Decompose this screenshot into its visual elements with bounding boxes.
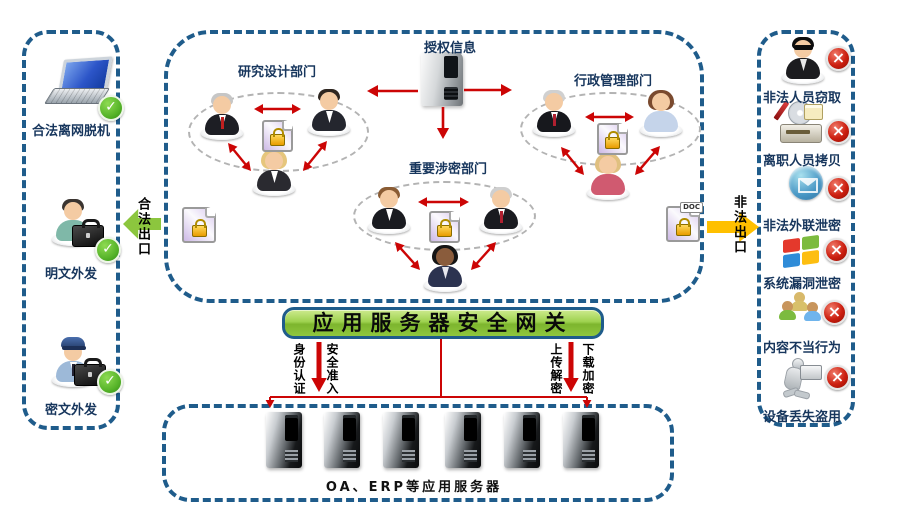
threat-label: 非法人员窃取: [762, 91, 841, 106]
blocked-icon: [822, 300, 847, 325]
legal-item-label: 合法离网脱机: [31, 124, 110, 139]
department-title: 行政管理部门: [573, 74, 652, 89]
check-icon: [98, 95, 124, 121]
threat-label: 设备丢失盗用: [762, 410, 841, 425]
brown-hair-man-icon: [366, 184, 412, 234]
locked-file-icon: [597, 123, 628, 155]
department-title: 研究设计部门: [237, 65, 316, 80]
gray-hair-man-icon: [199, 90, 245, 140]
gateway-banner: 应用服务器安全网关: [282, 307, 604, 339]
hacker-icon: [780, 34, 826, 84]
blocked-icon: [826, 176, 851, 201]
doc-tag: DOC: [680, 202, 703, 213]
brown-hair-woman-icon: [638, 87, 684, 137]
server-farm-label: OA、ERP等应用服务器: [325, 480, 503, 495]
auth-server-label: 授权信息: [423, 41, 476, 56]
padlock-icon: [676, 218, 691, 236]
user-group-icon: [777, 292, 823, 326]
windows-logo-icon: [783, 234, 821, 269]
app-server-icon: [266, 412, 302, 468]
pink-blonde-woman-icon: [585, 150, 631, 200]
briefcase-icon: [72, 219, 104, 247]
padlock-icon: [192, 219, 207, 237]
blonde-woman-icon: [251, 146, 297, 196]
legal-exit-label: 合法出口: [135, 197, 150, 257]
legal-item-label: 明文外发: [44, 267, 97, 282]
blocked-icon: [824, 238, 849, 263]
threats-panel: [757, 30, 855, 427]
gray-hair-man-icon: [478, 184, 524, 234]
app-server-icon: [563, 412, 599, 468]
locked-file-icon: [182, 207, 216, 243]
upload-download-flow-arrow: [563, 342, 579, 392]
locked-file-icon: [262, 120, 293, 152]
app-server-icon: [504, 412, 540, 468]
app-server-icon: [324, 412, 360, 468]
gray-hair-man-icon: [531, 87, 577, 137]
app-server-icon: [383, 412, 419, 468]
illegal-exit-label: 非法出口: [731, 195, 746, 255]
mail-circle-icon: [789, 166, 823, 200]
device-box-icon: [800, 365, 822, 380]
check-icon: [97, 369, 123, 395]
flow-label: 下载加密: [581, 343, 595, 395]
drive-icon: [780, 124, 822, 143]
app-server-icon: [445, 412, 481, 468]
check-icon: [95, 237, 121, 263]
threat-label: 内容不当行为: [762, 341, 841, 356]
locked-doc-file-icon: DOC: [666, 202, 703, 242]
dark-hair-man-icon: [306, 86, 352, 136]
envelope-icon: [798, 178, 818, 193]
flow-label: 安全准入: [325, 343, 339, 395]
threat-label: 系统漏洞泄密: [762, 277, 841, 292]
flow-label: 上传解密: [549, 343, 563, 395]
threat-label: 离职人员拷贝: [762, 154, 841, 169]
blocked-icon: [826, 46, 851, 71]
police-cap-icon: [61, 337, 86, 350]
blocked-icon: [826, 119, 851, 144]
disk-copy-icon: [773, 100, 823, 143]
flow-label: 身份认证: [292, 343, 306, 395]
floppy-icon: [804, 104, 823, 120]
auth-server-icon: [421, 52, 463, 106]
threat-label: 非法外联泄密: [762, 219, 841, 234]
department-title: 重要涉密部门: [408, 162, 487, 177]
blocked-icon: [825, 365, 850, 390]
dark-skin-woman-icon: [422, 242, 468, 292]
device-carry-icon: [778, 358, 822, 400]
legal-item-label: 密文外发: [44, 403, 97, 418]
locked-file-icon: [429, 211, 460, 243]
sunglasses-icon: [794, 45, 813, 50]
